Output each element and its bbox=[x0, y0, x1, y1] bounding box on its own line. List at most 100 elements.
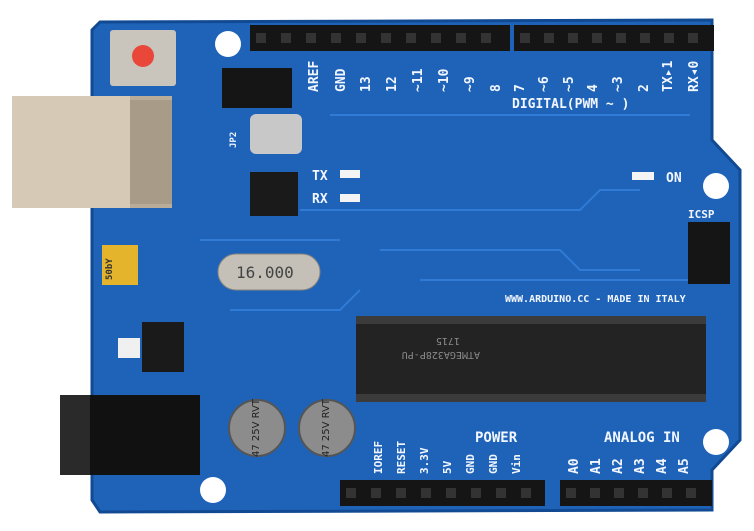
traces bbox=[200, 114, 690, 311]
fuse-label: 50bY bbox=[105, 258, 115, 280]
mounting-hole bbox=[200, 477, 226, 503]
header-pin bbox=[381, 33, 391, 43]
fuse bbox=[102, 245, 138, 285]
website-label: WWW.ARDUINO.CC - MADE IN ITALY bbox=[505, 294, 686, 305]
svg-text:ATMEGA328P-PU: ATMEGA328P-PU bbox=[402, 349, 480, 360]
power-title: POWER bbox=[475, 430, 518, 446]
tx-led bbox=[340, 170, 360, 178]
analog-pin-label: A2 bbox=[611, 458, 626, 474]
header-pin bbox=[521, 488, 531, 498]
svg-text:47 25V RVT: 47 25V RVT bbox=[251, 398, 262, 457]
header-pin bbox=[446, 488, 456, 498]
mounting-hole bbox=[703, 173, 729, 199]
power-header[interactable] bbox=[340, 480, 545, 506]
pin-label: 8 bbox=[489, 84, 504, 92]
capacitor: 47 25V RVT bbox=[228, 398, 286, 457]
header-pin bbox=[346, 488, 356, 498]
header-pin bbox=[640, 33, 650, 43]
pin-label: AREF bbox=[307, 61, 322, 92]
pin-label: ~10 bbox=[437, 68, 452, 92]
header-pin bbox=[614, 488, 624, 498]
header-pin bbox=[616, 33, 626, 43]
pin-label: ~5 bbox=[562, 76, 577, 92]
header-pin bbox=[686, 488, 696, 498]
pin-label: ~6 bbox=[537, 76, 552, 92]
pin-label: RX◂0 bbox=[687, 61, 702, 92]
reset-button[interactable] bbox=[110, 30, 176, 86]
header-pin bbox=[481, 33, 491, 43]
led-white bbox=[118, 338, 140, 358]
pin-label: 2 bbox=[637, 84, 652, 92]
header-pin bbox=[281, 33, 291, 43]
voltage-regulator bbox=[142, 322, 184, 372]
header-pin bbox=[590, 488, 600, 498]
power-pin-label: GND bbox=[487, 454, 500, 474]
header-pin bbox=[396, 488, 406, 498]
svg-text:47 25V RVT: 47 25V RVT bbox=[321, 398, 332, 457]
mounting-hole bbox=[703, 429, 729, 455]
pin-label: 13 bbox=[359, 76, 374, 92]
analog-pin-label: A4 bbox=[655, 458, 670, 474]
analog-pin-label: A1 bbox=[589, 458, 604, 474]
header-pin bbox=[520, 33, 530, 43]
pin-header-6 bbox=[222, 68, 292, 108]
header-pin bbox=[421, 488, 431, 498]
power-pin-label: IOREF bbox=[372, 441, 385, 474]
pin-label: 12 bbox=[385, 76, 400, 92]
header-pin bbox=[431, 33, 441, 43]
jp2-label: JP2 bbox=[229, 132, 239, 148]
header-pin bbox=[331, 33, 341, 43]
power-pin-label: GND bbox=[464, 454, 477, 474]
power-pin-label: Vin bbox=[510, 454, 523, 474]
analog-pin-label: A3 bbox=[633, 458, 648, 474]
pin-label: ~3 bbox=[611, 76, 626, 92]
capacitor: 47 25V RVT bbox=[298, 398, 356, 457]
header-pin bbox=[664, 33, 674, 43]
power-pin-label: 3.3V bbox=[418, 447, 431, 474]
pin-label: 4 bbox=[586, 84, 601, 92]
svg-text:16.000: 16.000 bbox=[236, 263, 294, 282]
power-pin-label: RESET bbox=[395, 441, 408, 474]
power-pin-label: 5V bbox=[441, 460, 454, 474]
analog-pin-label: A0 bbox=[567, 458, 582, 474]
header-pin bbox=[688, 33, 698, 43]
usb-chip bbox=[250, 172, 298, 216]
digital-title: DIGITAL(PWM ~ ) bbox=[512, 97, 629, 112]
header-pin bbox=[306, 33, 316, 43]
header-pin bbox=[471, 488, 481, 498]
tx-led-label: TX bbox=[312, 169, 328, 184]
digital-header-left[interactable] bbox=[250, 25, 510, 51]
icsp-header[interactable] bbox=[688, 222, 730, 284]
header-pin bbox=[568, 33, 578, 43]
header-pin bbox=[662, 488, 672, 498]
icsp-label: ICSP bbox=[688, 208, 715, 221]
analog-pin-label: A5 bbox=[677, 458, 692, 474]
dc-power-jack bbox=[60, 395, 200, 475]
header-pin bbox=[371, 488, 381, 498]
mounting-hole bbox=[215, 31, 241, 57]
pin-label: TX▸1 bbox=[661, 61, 676, 92]
jp2-pads bbox=[250, 114, 302, 154]
crystal-oscillator: 16.000 bbox=[217, 253, 321, 291]
header-pin bbox=[456, 33, 466, 43]
pin-label: ~11 bbox=[411, 68, 426, 92]
rx-led-label: RX bbox=[312, 192, 328, 207]
header-pin bbox=[406, 33, 416, 43]
header-pin bbox=[544, 33, 554, 43]
pin-label: GND bbox=[334, 68, 349, 92]
analog-title: ANALOG IN bbox=[604, 430, 680, 446]
on-led bbox=[632, 172, 654, 180]
usb-b-connector bbox=[12, 96, 172, 208]
pin-label: ~9 bbox=[463, 76, 478, 92]
header-pin bbox=[356, 33, 366, 43]
rx-led bbox=[340, 194, 360, 202]
pin-label: 7 bbox=[513, 84, 528, 92]
svg-text:1715: 1715 bbox=[436, 335, 460, 346]
header-pin bbox=[496, 488, 506, 498]
header-pin bbox=[256, 33, 266, 43]
on-led-label: ON bbox=[666, 171, 682, 186]
header-pin bbox=[566, 488, 576, 498]
header-pin bbox=[592, 33, 602, 43]
header-pin bbox=[638, 488, 648, 498]
